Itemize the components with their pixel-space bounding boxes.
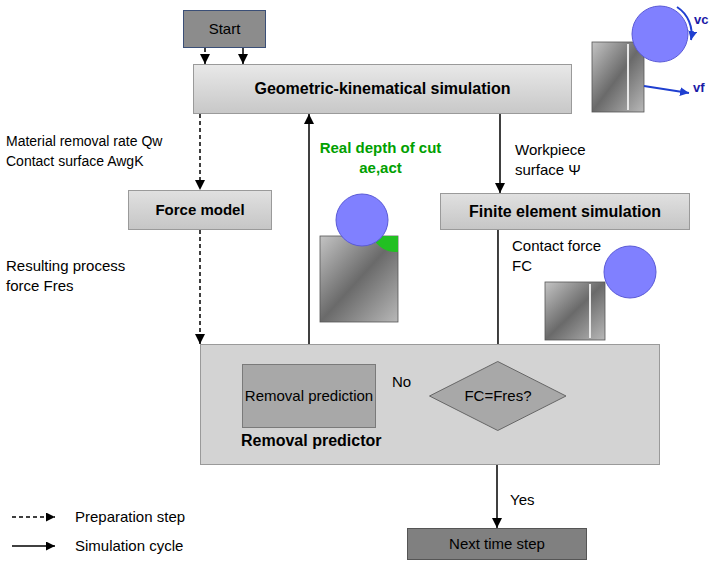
workpiece-block: [545, 282, 605, 340]
ground-track: [627, 44, 629, 110]
flow-annotation: Contact force FC: [512, 236, 612, 275]
depth-illustration: [320, 194, 398, 322]
flow-annotation: Material removal rate Qw: [6, 132, 162, 150]
legend-solid-sample: [12, 545, 55, 547]
dashed-arrow: [199, 230, 201, 344]
cutting-speed-arrow: [677, 7, 692, 40]
end-box: Next time step: [407, 528, 587, 560]
group-title: Removal predictor: [241, 431, 381, 450]
process-box: Geometric-kinematical simulation: [193, 64, 572, 114]
process-box: Finite element simulation: [440, 193, 690, 230]
dashed-arrow: [199, 114, 201, 190]
node-label: Start: [209, 20, 241, 38]
flow-arrow: [499, 114, 501, 193]
edge-label: No: [392, 372, 411, 392]
process-box: Removal prediction: [242, 364, 376, 428]
grinding-illustration: [592, 6, 692, 112]
node-label: Removal prediction: [245, 387, 373, 405]
diamond-shape: [430, 362, 567, 431]
flow-annotation: Workpiece surface Ψ: [515, 140, 625, 179]
grinding-wheel: [336, 194, 388, 246]
flow-arrow: [308, 114, 310, 364]
edge-label: Yes: [510, 490, 534, 510]
flow-arrow: [497, 230, 499, 361]
process-box: Force model: [128, 190, 272, 230]
node-label: Next time step: [449, 535, 545, 553]
flow-annotation: Resulting process force Fres: [6, 256, 146, 295]
group-band: Removal predictor Removal prediction FC=Fr…: [200, 344, 660, 465]
contact-track: [589, 284, 591, 338]
workpiece-block: [592, 42, 644, 112]
feed-arrow: [644, 86, 689, 93]
flow-annotation: Real depth of cut ae,act: [318, 138, 443, 177]
node-label: FC=Fres?: [464, 387, 531, 405]
legend-text: Preparation step: [75, 507, 185, 527]
node-label: Geometric-kinematical simulation: [254, 79, 510, 98]
node-label: Force model: [155, 201, 244, 219]
decision-diamond: FC=Fres?: [429, 361, 567, 431]
legend-dashed-sample: [12, 516, 55, 518]
velocity-label: vc: [694, 12, 708, 29]
velocity-label: vf: [693, 80, 705, 97]
start-box: Start: [183, 10, 266, 48]
contact-illustration: [545, 246, 656, 340]
grinding-wheel: [632, 6, 688, 62]
grinding-wheel: [604, 246, 656, 298]
node-label: Finite element simulation: [469, 202, 661, 221]
dashed-arrow: [204, 48, 206, 64]
legend-text: Simulation cycle: [75, 536, 183, 556]
flow-arrow: [242, 48, 244, 64]
workpiece-block: [320, 236, 398, 322]
flow-annotation: Contact surface AwgK: [6, 152, 143, 170]
